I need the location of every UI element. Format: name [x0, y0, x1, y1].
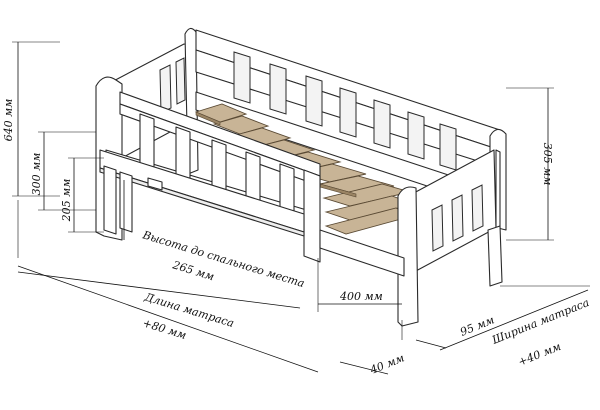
front-rail	[99, 149, 305, 237]
bed-illustration	[95, 27, 507, 327]
front-left-leg	[103, 165, 117, 235]
label-sleep-height-value: 265 мм	[170, 258, 216, 283]
label-height-sleep-offset: 205 мм	[60, 179, 73, 223]
label-height-total: 640 мм	[2, 99, 15, 142]
label-mattress-width-caption: Ширина матраса	[489, 296, 591, 347]
right-footboard	[397, 149, 503, 327]
label-mattress-length-value: +80 мм	[141, 316, 188, 342]
back-panel	[195, 29, 501, 211]
label-height-side: 300 мм	[30, 153, 43, 196]
front-left-leg-2	[119, 171, 133, 233]
label-opening: 400 мм	[339, 290, 383, 303]
dimension-lines	[12, 41, 590, 375]
bottom-rail-right	[319, 229, 405, 277]
label-height-back-end: 305 мм	[541, 143, 554, 186]
label-mattress-width-value: +40 мм	[516, 340, 563, 369]
label-leg-offset: 40 мм	[367, 351, 406, 377]
label-sleep-height-caption: Высота до спального места	[140, 228, 306, 290]
